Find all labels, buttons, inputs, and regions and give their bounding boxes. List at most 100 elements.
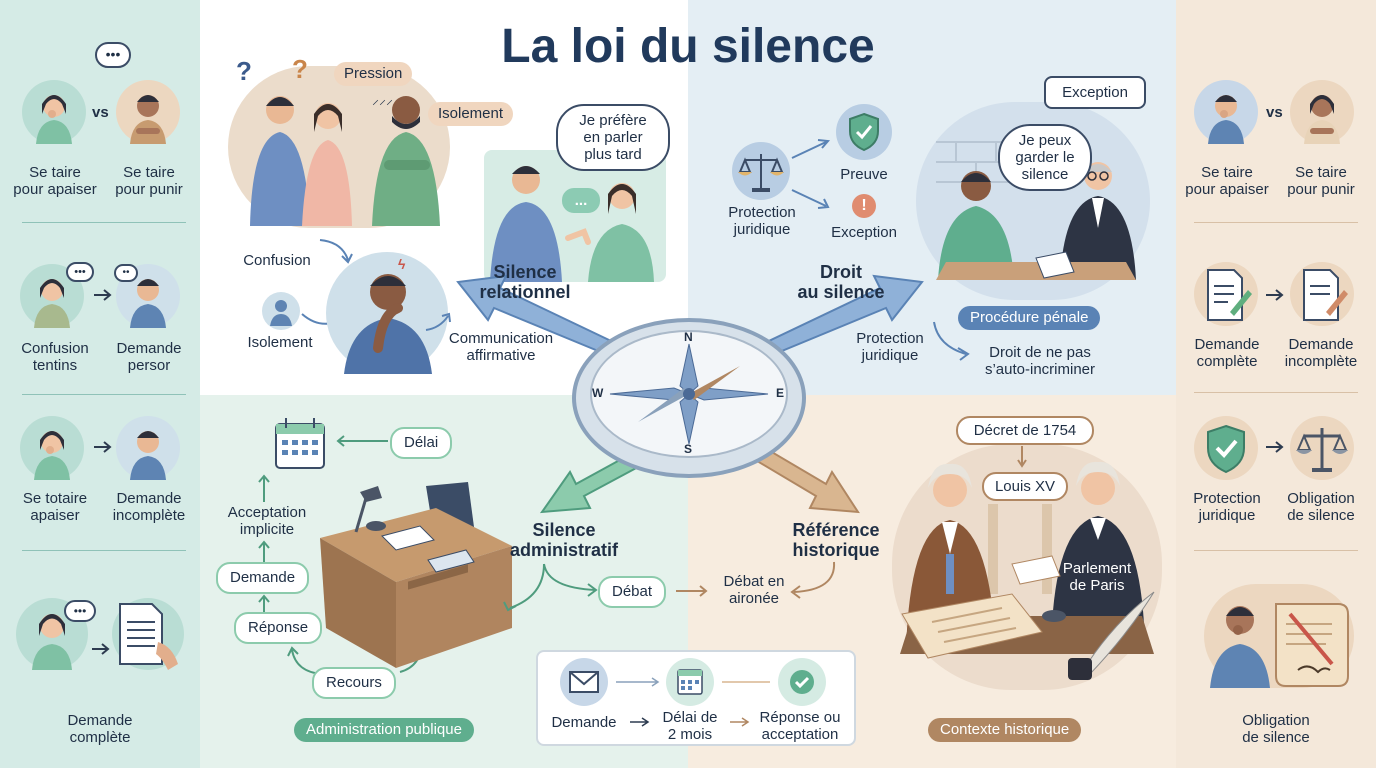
- divider: [1194, 550, 1358, 551]
- louis-xv-label: Louis XV: [982, 472, 1068, 501]
- arrow-line: [616, 677, 660, 687]
- envelope-icon: [569, 671, 599, 693]
- left-row4-label: Demande complète: [67, 712, 133, 746]
- contexte-historique-tag: Contexte historique: [928, 718, 1082, 742]
- speech-bubble-icon: •••: [95, 42, 131, 68]
- divider: [22, 222, 186, 223]
- right-row1-label-b: Se taire pour punir: [1287, 164, 1355, 198]
- parlement-paris-label: Parlement de Paris: [1062, 560, 1132, 594]
- arrow-to-preuve: [791, 139, 831, 159]
- vs-label: vs: [1266, 104, 1283, 121]
- right-row3-label-b: Obligation de silence: [1287, 490, 1355, 524]
- speech-bubble-icon: •••: [64, 600, 96, 622]
- silence-relationnel-label: Silence relationnel: [479, 262, 571, 302]
- document-in-hand-icon: [119, 603, 178, 670]
- arrow-right-icon: [1266, 289, 1284, 301]
- exception-label: Exception: [831, 224, 897, 241]
- scroll-forbidden-icon: [1275, 603, 1349, 687]
- protection-juridique2-label: Protection juridique: [856, 330, 924, 364]
- branch-arrows-icon: [503, 563, 598, 612]
- compass-south: S: [684, 442, 693, 456]
- person-silhouette-icon: [270, 300, 292, 326]
- debat-pill: Débat: [598, 576, 667, 608]
- woman-silent-icon: [36, 95, 72, 144]
- historical-scene-icon: [900, 461, 1155, 680]
- left-row2-label-a: Confusion tentins: [21, 340, 89, 374]
- keep-silent-bubble: Je peux garder le silence: [998, 124, 1092, 191]
- preuve-label: Preuve: [840, 166, 888, 183]
- arrow-right-icon: [94, 441, 112, 453]
- right-row2-label-a: Demande complète: [1194, 336, 1260, 370]
- document-edit-icon: [1207, 269, 1252, 321]
- arrow-up-icon: [258, 474, 270, 502]
- shield-check-icon: [1207, 424, 1245, 474]
- droit-auto-incriminer-label: Droit de ne pas s’auto-incriminer: [984, 344, 1096, 378]
- isolement-label: Isolement: [247, 334, 313, 351]
- compass-rose-icon: [609, 343, 769, 445]
- speech-bubble-icon: ••: [114, 264, 138, 282]
- small-speech-bubble: ...: [562, 188, 600, 213]
- divider: [1194, 392, 1358, 393]
- protection-juridique-label: Protection juridique: [728, 204, 796, 238]
- right-row4-label: Obligation de silence: [1242, 712, 1310, 746]
- recours-pill: Recours: [312, 667, 396, 699]
- procedure-penale-tag: Procédure pénale: [958, 306, 1101, 330]
- arrow-line: [722, 681, 770, 683]
- silence-administratif-label: Silence administratif: [509, 520, 619, 560]
- pression-tag: Pression: [334, 62, 413, 86]
- droit-au-silence-label: Droit au silence: [797, 262, 885, 302]
- page-title: La loi du silence: [501, 20, 875, 73]
- stress-icon: ϟ: [398, 256, 406, 272]
- curved-arrow-icon: [790, 561, 836, 599]
- silent-man-icon: [1210, 606, 1270, 688]
- arrow-up-icon: [258, 540, 270, 562]
- interrogation-room-icon: [936, 141, 1136, 280]
- office-desk-icon: [320, 482, 512, 668]
- silent-woman-icon: [34, 431, 70, 480]
- thinking-man-icon: [130, 279, 166, 328]
- speaking-woman-icon: [32, 614, 72, 670]
- confused-woman-icon: [34, 279, 70, 328]
- check-circle-icon: [790, 670, 814, 694]
- people-under-pressure-icon: [250, 96, 440, 226]
- right-row2-label-b: Demande incomplète: [1284, 336, 1358, 370]
- compass-north: N: [684, 330, 693, 344]
- woman-arms-crossed-icon: [1304, 95, 1340, 144]
- thinking-man-icon: [344, 274, 432, 374]
- question-mark-icon: ?: [292, 54, 308, 84]
- exception-bubble: Exception: [1044, 76, 1146, 109]
- arrow-down-icon: [1017, 446, 1027, 468]
- flow-demande-label: Demande: [551, 714, 617, 731]
- warning-icon: !: [852, 194, 876, 218]
- flow-reponse-label: Réponse ou acceptation: [759, 709, 841, 743]
- arrow-left-icon: [336, 435, 388, 447]
- question-mark-icon: ?: [236, 56, 252, 86]
- arrow-right-icon: [425, 312, 451, 331]
- demande-pill: Demande: [216, 562, 310, 594]
- vs-label: vs: [92, 104, 109, 121]
- arrow-down-right-icon: [933, 321, 970, 361]
- arrow-right-icon: [630, 717, 650, 727]
- calendar-icon: [677, 669, 703, 695]
- administration-publique-tag: Administration publique: [294, 718, 474, 742]
- communication-label: Communication affirmative: [448, 330, 554, 364]
- prefer-later-bubble: Je préfère en parler plus tard: [556, 104, 670, 171]
- arrow-right-icon: [94, 289, 112, 301]
- arrow-to-exception: [791, 189, 830, 209]
- divider: [22, 394, 186, 395]
- right-row1-label-a: Se taire pour apaiser: [1185, 164, 1269, 198]
- scales-of-justice-icon: [1296, 428, 1348, 472]
- stress-lines-icon: ⸝⸝⸝: [372, 91, 393, 107]
- flow-delai-label: Délai de 2 mois: [662, 709, 718, 743]
- confusion-label: Confusion: [243, 252, 311, 269]
- debat-aironee-label: Débat en aironée: [723, 573, 785, 607]
- decret-1754-label: Décret de 1754: [956, 416, 1094, 445]
- right-row3-label-a: Protection juridique: [1193, 490, 1261, 524]
- document-pen-icon: [1303, 269, 1348, 321]
- two-people-talking-icon: [490, 166, 654, 282]
- left-row3-label-b: Demande incomplète: [112, 490, 186, 524]
- arrow-right-icon: [92, 643, 110, 655]
- left-row1-label-b: Se taire pour punir: [115, 164, 183, 198]
- man-icon: [130, 431, 166, 480]
- curved-arrow-icon: [319, 239, 353, 264]
